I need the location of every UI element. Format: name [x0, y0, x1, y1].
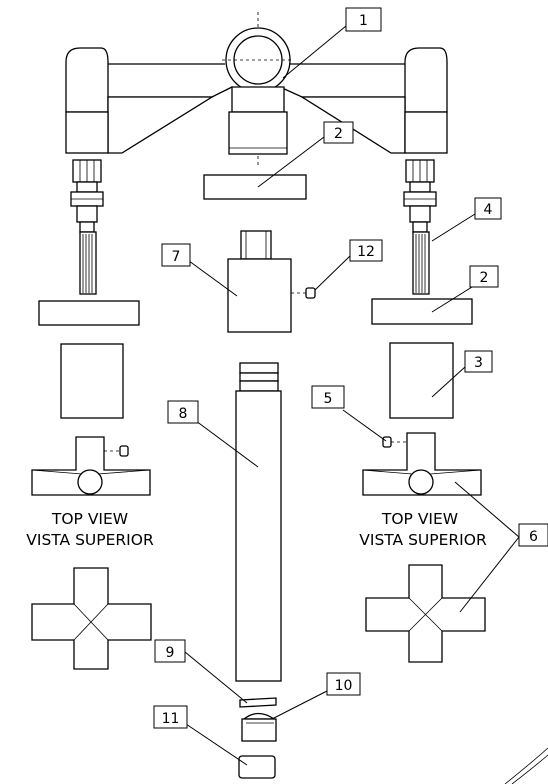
left-tee-fitting: [31, 436, 151, 496]
svg-text:12: 12: [357, 244, 375, 260]
svg-text:9: 9: [166, 645, 175, 661]
left-arm-brace: [107, 96, 215, 154]
right-view-label-es: VISTA SUPERIOR: [359, 531, 487, 549]
leader-lines: [182, 25, 520, 766]
left-view-label-en: TOP VIEW: [51, 510, 128, 528]
gland-thread: [76, 205, 98, 223]
callout-1: 1: [345, 7, 382, 32]
part-2-center-pad: [203, 174, 307, 200]
right-view-label-en: TOP VIEW: [381, 510, 458, 528]
part-2-left-pad: [38, 300, 140, 326]
part-12-set-screw: [291, 287, 316, 299]
callout-10: 10: [326, 672, 361, 696]
corner-curl: [504, 747, 548, 784]
callout-7: 7: [161, 243, 191, 267]
callout-3: 3: [464, 350, 493, 373]
left-elbow: [65, 47, 109, 113]
part-11-end-cap: [238, 755, 276, 779]
svg-text:6: 6: [529, 529, 538, 545]
tube-groove-1: [239, 362, 279, 374]
corner-curl-inner: [511, 754, 548, 784]
part-6-right-tee-fitting: [362, 432, 482, 496]
gland-tip: [412, 221, 428, 233]
callout-8: 8: [167, 400, 199, 424]
part-9-washer: [239, 697, 277, 708]
callout-4: 4: [474, 197, 502, 220]
callout-9: 9: [154, 639, 186, 663]
gland-neck: [76, 181, 98, 193]
part-10-cap: [241, 712, 277, 742]
callout-11: 11: [153, 705, 188, 729]
tee-center-neck: [231, 86, 285, 113]
right-cable-gland: [403, 159, 437, 295]
part-2-right-pad: [371, 298, 473, 325]
cable-tail: [412, 231, 430, 295]
left-cross-top-view: [31, 567, 152, 670]
part-3-left-block: [60, 343, 124, 419]
part-1-upper-tee-assembly: [65, 12, 448, 168]
svg-text:2: 2: [334, 126, 343, 142]
adapter-stem: [240, 230, 272, 260]
tube-body: [235, 390, 282, 682]
tube-groove-2: [239, 372, 279, 382]
svg-text:1: 1: [359, 13, 368, 29]
left-sleeve: [65, 111, 109, 154]
tee-center-body: [228, 111, 288, 155]
svg-text:5: 5: [324, 391, 333, 407]
svg-text:11: 11: [162, 711, 180, 727]
part-5-set-screw: [382, 436, 407, 448]
gland-tip: [79, 221, 95, 233]
right-sleeve: [404, 111, 448, 154]
callout-5: 5: [311, 385, 345, 409]
tube-groove-3: [239, 380, 279, 392]
callout-12: 12: [349, 239, 383, 262]
adapter-body: [227, 258, 292, 333]
right-elbow: [404, 47, 448, 113]
svg-text:2: 2: [480, 270, 489, 286]
svg-text:8: 8: [179, 406, 188, 422]
left-view-label-es: VISTA SUPERIOR: [26, 531, 154, 549]
part-8-main-tube: [235, 362, 282, 682]
svg-text:4: 4: [484, 202, 493, 218]
part-7-adapter: [227, 230, 292, 333]
svg-text:7: 7: [172, 249, 181, 265]
gland-neck: [409, 181, 431, 193]
callout-6: 6: [518, 523, 548, 547]
gland-thread: [409, 205, 431, 223]
cable-tail: [79, 231, 97, 295]
svg-text:3: 3: [474, 355, 483, 371]
right-cross-top-view: [365, 564, 486, 663]
part-3-right-block: [389, 342, 454, 419]
callout-2-right: 2: [469, 265, 499, 288]
callout-2-center: 2: [323, 121, 354, 144]
left-cable-gland: [70, 159, 104, 295]
svg-text:10: 10: [335, 678, 353, 694]
